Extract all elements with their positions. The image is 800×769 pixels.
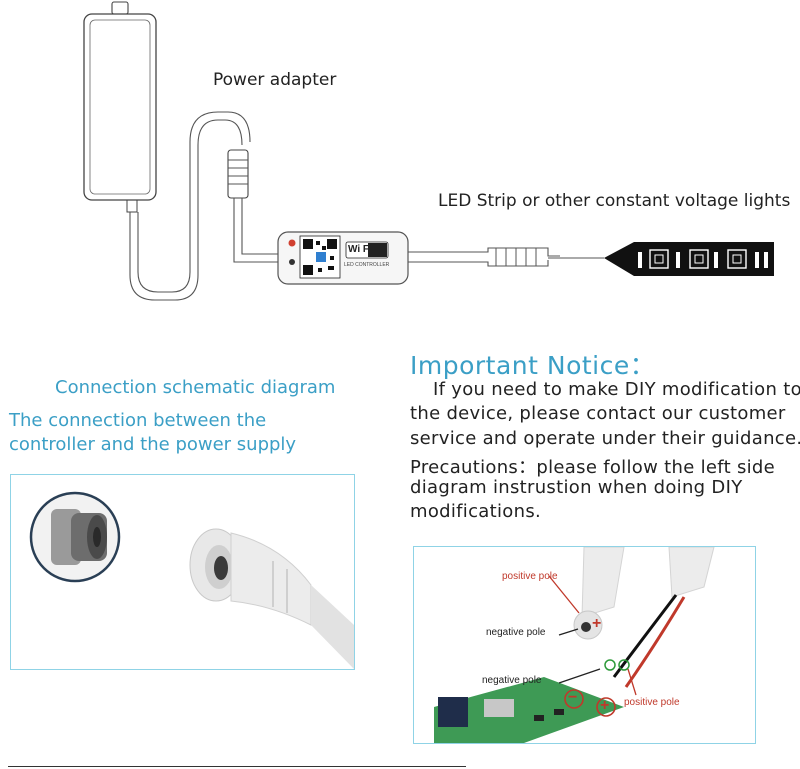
connector-photo (10, 474, 355, 670)
plus-sign-top: + (592, 615, 602, 632)
controller-label: LED CONTROLLER (344, 262, 390, 268)
power-adapter-cap (111, 1, 129, 15)
wifi-controller (277, 231, 409, 285)
led-strip (634, 242, 774, 276)
adapter-cable-loop (129, 119, 243, 301)
connector-illustration (29, 491, 354, 669)
label-positive-pole-bottom: positive pole (624, 697, 680, 708)
minus-sign-bottom: − (568, 689, 578, 706)
power-adapter-foot (126, 199, 138, 213)
power-adapter-label: Power adapter (213, 70, 337, 90)
wiring-diagram (83, 1, 774, 301)
notice-line-1: If you need to make DIY modification to (433, 379, 800, 400)
schematic-title: Connection schematic diagram (55, 377, 336, 398)
notice-line-5: diagram instrustion when doing DIY (410, 477, 743, 498)
label-negative-pole-top: negative pole (486, 627, 546, 638)
power-adapter-box (83, 13, 157, 201)
schematic-subtitle-line1: The connection between the (9, 410, 267, 431)
controller-wifi-label: Wi Fi (348, 244, 372, 255)
diy-illustration (434, 547, 715, 743)
label-positive-pole-top: positive pole (502, 571, 558, 582)
bottom-divider (8, 766, 466, 767)
barrel-connector (227, 149, 249, 199)
led-strip-label: LED Strip or other constant voltage ligh… (438, 191, 791, 211)
schematic-subtitle-line2: controller and the power supply (9, 434, 297, 455)
notice-line-3: service and operate under their guidance… (410, 428, 800, 449)
led-strip-end (604, 242, 634, 276)
plus-sign-bottom: + (600, 697, 610, 714)
notice-line-6: modifications. (410, 501, 542, 522)
diy-photo: positive pole negative pole negative pol… (413, 546, 756, 744)
label-negative-pole-bottom: negative pole (482, 675, 542, 686)
notice-line-2: the device, please contact our customer (410, 403, 786, 424)
notice-title: Important Notice： (410, 351, 656, 380)
notice-line-4: Precautions：please follow the left side (410, 457, 776, 478)
power-adapter-inner (89, 19, 151, 195)
